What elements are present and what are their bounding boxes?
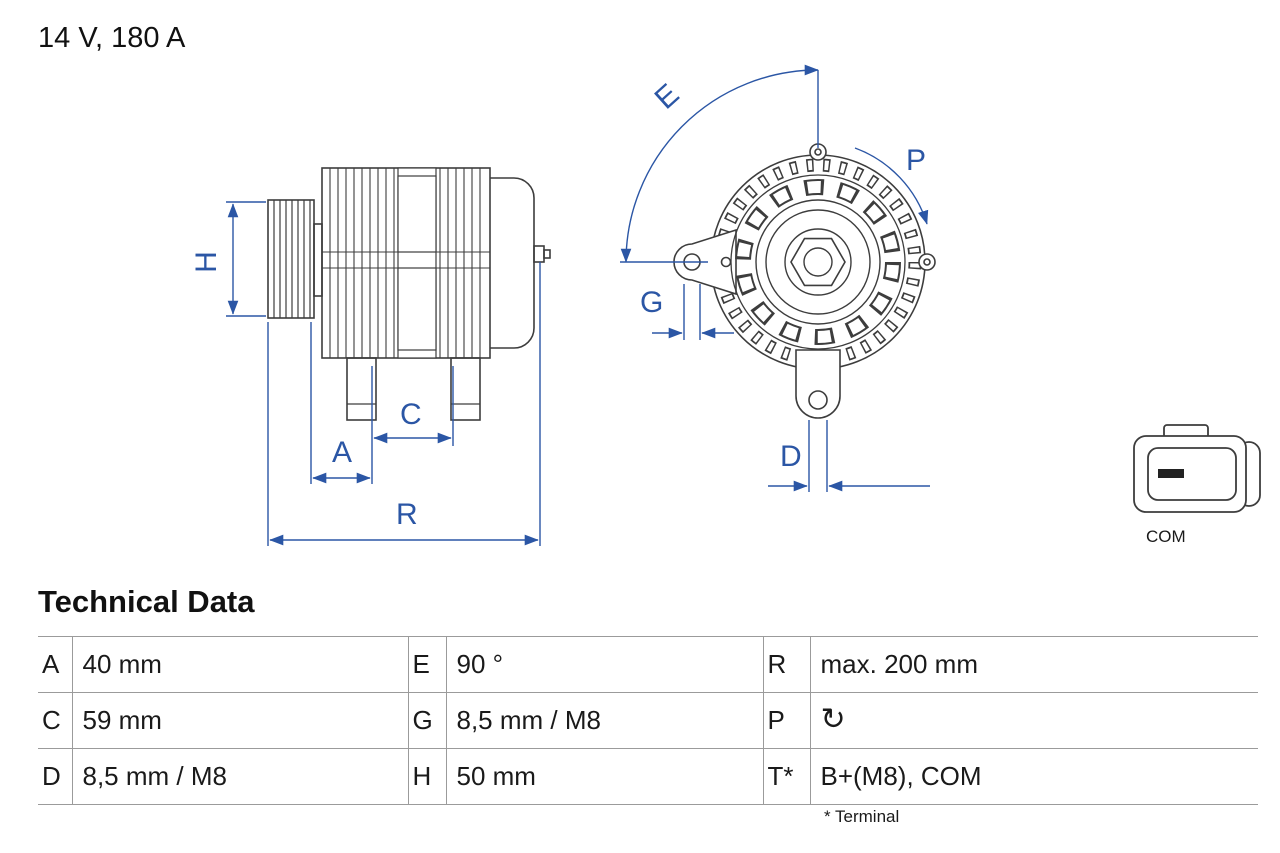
shaft-nut-hexagon bbox=[790, 237, 846, 287]
dim-label-c: C bbox=[400, 398, 422, 431]
dim-value: 8,5 mm / M8 bbox=[445, 692, 764, 749]
dim-key: A bbox=[38, 636, 73, 693]
technical-data-table: A 40 mm E 90 ° R max. 200 mm C 59 mm G 8… bbox=[38, 636, 1258, 805]
product-spec-title: 14 V, 180 A bbox=[38, 22, 186, 54]
table-row: A 40 mm E 90 ° R max. 200 mm bbox=[38, 636, 1258, 693]
dim-key: P bbox=[762, 692, 811, 749]
table-row: D 8,5 mm / M8 H 50 mm T* B+(M8), COM bbox=[38, 748, 1258, 805]
dim-value: 50 mm bbox=[445, 748, 764, 805]
dim-value: 90 ° bbox=[445, 636, 764, 693]
dim-label-h: H bbox=[190, 251, 223, 273]
terminal-footnote: * Terminal bbox=[824, 807, 900, 826]
dim-label-e: E bbox=[649, 78, 686, 116]
rotation-direction-icon: ↻ bbox=[820, 702, 846, 737]
technical-data-heading: Technical Data bbox=[38, 584, 255, 619]
dim-key: E bbox=[407, 636, 447, 693]
dim-label-r: R bbox=[396, 498, 418, 531]
dim-value: B+(M8), COM bbox=[809, 748, 1258, 805]
pulley bbox=[267, 199, 323, 319]
alternator-front-view bbox=[673, 143, 936, 419]
dim-key: R bbox=[762, 636, 811, 693]
bottom-mounting-lug bbox=[795, 349, 841, 419]
table-row: C 59 mm G 8,5 mm / M8 P ↻ bbox=[38, 692, 1258, 749]
side-view-dimensions bbox=[226, 201, 541, 546]
connector-label: COM bbox=[1146, 527, 1186, 546]
alternator-side-view bbox=[267, 167, 551, 421]
dim-label-p: P bbox=[906, 144, 926, 177]
dim-key: H bbox=[407, 748, 447, 805]
com-connector-drawing bbox=[1133, 424, 1261, 513]
front-view-dimensions bbox=[620, 64, 930, 492]
connector-pin bbox=[1158, 469, 1184, 478]
rotation-arrow bbox=[854, 147, 929, 225]
housing-body bbox=[321, 167, 491, 359]
dim-value: 59 mm bbox=[71, 692, 409, 749]
dim-key: G bbox=[407, 692, 447, 749]
mounting-feet bbox=[346, 357, 481, 421]
rear-cap bbox=[490, 177, 551, 349]
dim-key: C bbox=[38, 692, 73, 749]
dim-value: ↻ bbox=[809, 692, 1258, 749]
dim-value: 8,5 mm / M8 bbox=[71, 748, 409, 805]
dim-label-a: A bbox=[332, 436, 352, 469]
dim-label-d: D bbox=[780, 440, 802, 473]
dim-value: max. 200 mm bbox=[809, 636, 1258, 693]
dim-key: D bbox=[38, 748, 73, 805]
dim-key: T* bbox=[762, 748, 811, 805]
technical-drawing: H A C R bbox=[190, 64, 1261, 546]
dim-value: 40 mm bbox=[71, 636, 409, 693]
dim-label-g: G bbox=[640, 286, 663, 319]
right-tab bbox=[918, 253, 936, 271]
